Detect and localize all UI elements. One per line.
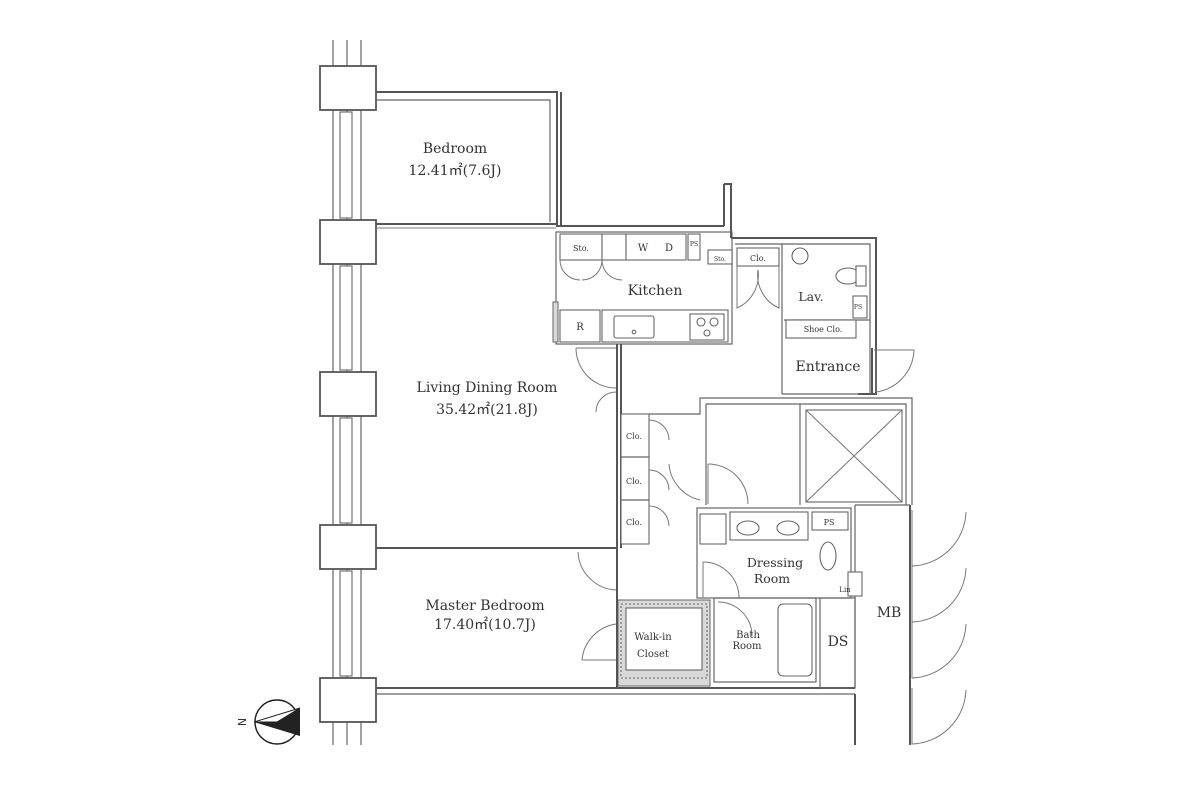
outer-walls [376, 91, 911, 745]
clo3-label: Clo. [626, 518, 642, 527]
pipe-space-dress [811, 511, 849, 531]
room-labels: Bedroom 12.41㎡(7.6J) Living Dining Room … [409, 141, 902, 660]
clo1-label: Clo. [626, 432, 642, 441]
column [319, 524, 377, 570]
bathtub [777, 603, 813, 677]
living-name: Living Dining Room [417, 380, 558, 396]
washer-label: W [638, 243, 649, 254]
kitchen-fixtures [552, 233, 729, 343]
sto-label: Sto. [573, 244, 589, 253]
dressing-bath [696, 507, 863, 689]
refrigerator [559, 309, 601, 343]
clo-kitchen-label: Clo. [750, 254, 766, 263]
walk-in-closet [577, 548, 711, 688]
dressing-line2: Room [754, 571, 790, 586]
column [319, 219, 377, 265]
sto-small-label: Sto. [714, 256, 726, 263]
ldk-doors [575, 347, 617, 413]
compass-north-label: N [236, 718, 249, 726]
hall-closets [620, 397, 913, 545]
bath-line2: Room [732, 641, 762, 652]
dressing-toilet [819, 541, 837, 571]
wash-basin [791, 247, 809, 265]
bedroom-name: Bedroom [423, 141, 487, 157]
dryer-label: D [665, 243, 673, 254]
sink [613, 315, 655, 339]
ps-dress-label: PS [824, 518, 835, 527]
master-area: 17.40㎡(10.7J) [434, 617, 536, 633]
pipe-space-lav [852, 295, 868, 319]
mb-label: MB [877, 605, 902, 621]
dressing-line1: Dressing [747, 555, 803, 570]
column [319, 65, 377, 111]
shoe-clo-label: Shoe Clo. [804, 325, 843, 334]
lav-fixtures [707, 247, 915, 394]
kitchen-closet [736, 247, 780, 267]
ds-label: DS [828, 634, 849, 650]
linen [847, 571, 863, 597]
small-storage [707, 249, 733, 265]
column [319, 677, 377, 723]
shoe-closet [785, 319, 857, 339]
pipe-space [687, 233, 701, 261]
clo2-label: Clo. [626, 477, 642, 486]
living-area: 35.42㎡(21.8J) [436, 402, 538, 418]
linen-label: Lin [839, 586, 851, 594]
mb-doors [911, 510, 967, 745]
balcony-strip [319, 40, 377, 745]
compass: N [236, 699, 301, 745]
ps-kitchen-label: PS [690, 241, 698, 248]
washer-dryer [625, 233, 687, 261]
bath-line1: Bath [736, 630, 760, 641]
walkin-line1: Walk-in [634, 632, 672, 643]
bedroom-area: 12.41㎡(7.6J) [409, 163, 502, 179]
kitchen-label: Kitchen [628, 283, 683, 299]
master-name: Master Bedroom [425, 598, 544, 614]
entrance-label: Entrance [795, 359, 860, 375]
storage-sto [559, 233, 603, 261]
walkin-line2: Closet [637, 649, 669, 660]
column [319, 371, 377, 417]
fridge-label: R [576, 322, 584, 333]
lav-label: Lav. [798, 289, 823, 304]
ps-lav-label: PS [854, 304, 862, 311]
